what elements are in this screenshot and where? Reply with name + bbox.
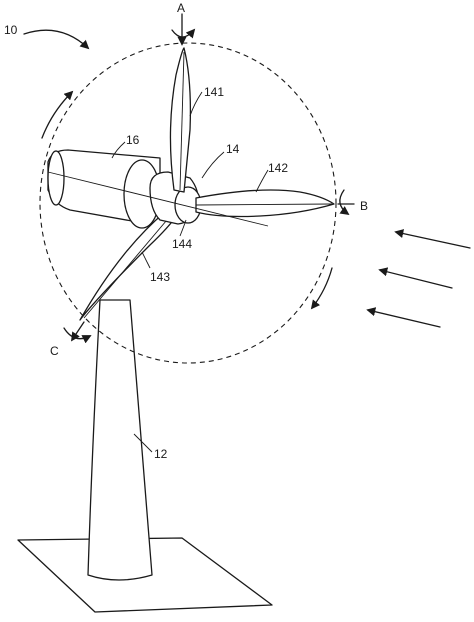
wind-arrow-3 xyxy=(366,307,441,328)
rotation-arrow-lower-right xyxy=(310,267,333,310)
nacelle-end-cap xyxy=(47,150,65,206)
leader-143 xyxy=(141,251,151,269)
label-blade-143: 143 xyxy=(150,270,170,284)
pitch-arrow-b xyxy=(337,189,355,216)
label-nacelle: 16 xyxy=(126,133,140,147)
pitch-arrow-c xyxy=(63,321,92,344)
blade-142 xyxy=(195,189,335,218)
label-axis-c: C xyxy=(50,344,59,358)
label-blade-142: 142 xyxy=(268,161,288,175)
label-blade-141: 141 xyxy=(204,85,224,99)
leader-10 xyxy=(23,29,90,50)
leader-144 xyxy=(179,219,187,237)
wind-arrow-1 xyxy=(394,229,471,249)
leader-14 xyxy=(201,151,225,179)
rotation-arrow-upper-left xyxy=(41,90,74,139)
leader-12 xyxy=(133,433,153,453)
tower xyxy=(87,299,153,581)
label-hub: 144 xyxy=(172,237,192,251)
label-rotor: 14 xyxy=(226,142,240,156)
blade-143 xyxy=(79,211,179,321)
pitch-arrow-a xyxy=(171,13,196,46)
blade-141 xyxy=(169,47,192,193)
leader-141 xyxy=(189,91,203,117)
shaft-axis xyxy=(47,171,269,227)
rotation-circle xyxy=(39,42,337,364)
label-axis-b: B xyxy=(360,199,368,213)
label-tower: 12 xyxy=(154,447,168,461)
leader-16 xyxy=(111,141,126,159)
leader-142 xyxy=(255,169,269,193)
label-assembly: 10 xyxy=(4,23,18,37)
label-axis-a: A xyxy=(177,1,185,15)
wind-arrow-2 xyxy=(378,267,453,289)
